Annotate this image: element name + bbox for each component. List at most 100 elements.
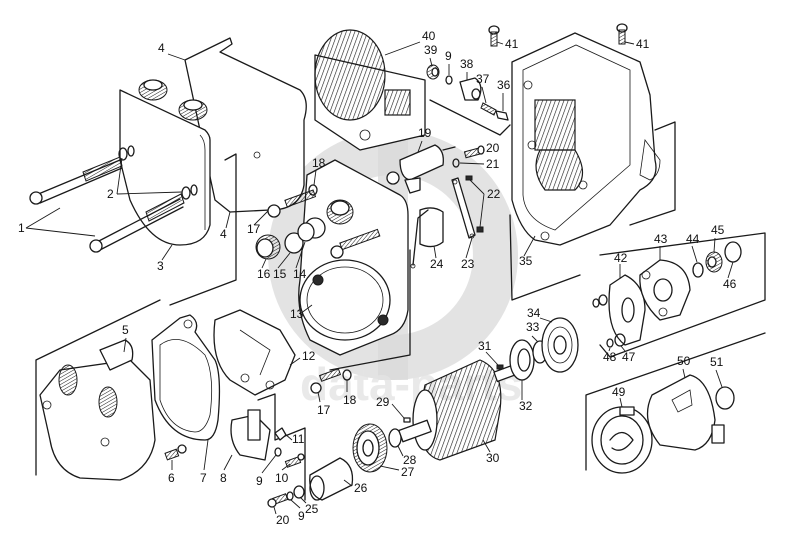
callout-3: 3 [157, 244, 173, 273]
part-screw-22-a [465, 175, 473, 181]
leader-line [496, 41, 504, 45]
callout-number: 10 [275, 471, 289, 485]
callout-number: 37 [476, 72, 490, 86]
part-rotor-arm-8 [230, 409, 287, 461]
callout-51: 51 [710, 355, 724, 388]
callout-35: 35 [519, 235, 536, 268]
leader-line [161, 244, 173, 261]
part-gasket-7 [151, 314, 221, 441]
leader-line [25, 227, 96, 237]
callout-32: 32 [519, 380, 533, 413]
callout-number: 51 [710, 355, 724, 369]
part-spring-37 [480, 102, 497, 116]
leader-line [619, 397, 623, 408]
callout-number: 11 [292, 432, 305, 446]
part-woodruff-key-31 [496, 364, 504, 370]
part-washer-21 [452, 158, 460, 168]
part-screw-41-a [488, 25, 500, 47]
leader-line [299, 496, 307, 504]
callout-number: 4 [158, 41, 165, 55]
callout-number: 31 [478, 339, 492, 353]
callout-9: 9 [445, 49, 452, 75]
part-rotor-30 [398, 359, 519, 461]
part-seal-44 [692, 262, 704, 278]
callout-number: 48 [603, 350, 617, 364]
part-cover-3 [119, 79, 211, 246]
leader-line [313, 169, 317, 186]
callout-number: 18 [312, 156, 326, 170]
callout-number: 25 [305, 502, 319, 516]
leader-line [539, 317, 553, 323]
callout-19: 19 [417, 126, 432, 153]
part-circlip-46 [724, 241, 742, 263]
callout-25: 25 [299, 496, 319, 516]
callout-number: 1 [18, 221, 25, 235]
part-washer-9-top [445, 75, 453, 85]
callout-15: 15 [273, 252, 291, 281]
leader-line [223, 454, 233, 471]
leader-line [343, 479, 353, 487]
callout-number: 13 [290, 307, 304, 321]
callout-45: 45 [711, 223, 725, 253]
leader-line [295, 241, 306, 269]
callout-37: 37 [476, 72, 490, 104]
leader-line [290, 499, 301, 509]
callout-number: 24 [430, 257, 444, 271]
callout-50: 50 [677, 354, 691, 379]
part-lock-washer-18-top [308, 184, 318, 196]
callout-number: 6 [168, 471, 175, 485]
leader-line [429, 57, 433, 67]
part-coil-body-5 [39, 339, 156, 481]
callout-23: 23 [461, 237, 475, 271]
callout-14: 14 [293, 241, 307, 281]
leader-line [433, 245, 437, 259]
callout-18: 18 [312, 156, 326, 186]
part-flat-washer-25 [293, 485, 305, 499]
part-gear-27 [352, 423, 388, 473]
group-bracket-coupling [585, 332, 766, 471]
leader-line [261, 454, 277, 474]
callout-6: 6 [168, 460, 175, 485]
part-ignition-coil-40 [314, 29, 426, 151]
leader-line [620, 345, 626, 352]
callout-41: 41 [624, 37, 650, 51]
leader-line [608, 347, 611, 352]
part-coupling-50 [646, 374, 725, 451]
part-nut-48 [606, 338, 614, 348]
part-condenser-19 [386, 144, 456, 194]
leader-line [727, 261, 734, 279]
leader-line [459, 162, 485, 165]
callout-48: 48 [603, 347, 617, 364]
leader-line [523, 235, 536, 257]
callout-11: 11 [284, 432, 305, 446]
callout-42: 42 [614, 251, 628, 278]
callout-33: 33 [526, 320, 540, 343]
group-bracket-rotor-arm [257, 393, 306, 501]
callout-9: 9 [290, 499, 305, 523]
callout-17: 17 [247, 210, 269, 236]
callout-44: 44 [686, 232, 700, 263]
part-ball-bearing-34 [541, 317, 579, 373]
callout-number: 39 [424, 43, 438, 57]
leader-line [289, 357, 301, 366]
group-bracket-bearing-cap [599, 232, 766, 358]
part-bolt-17-bottom [310, 368, 342, 394]
callout-number: 9 [298, 509, 305, 523]
leader-line [273, 506, 277, 515]
leader-line [715, 369, 723, 388]
part-breaker-plate-12 [213, 309, 296, 396]
callout-20: 20 [273, 506, 290, 527]
leader-line [299, 304, 313, 315]
leader-line [469, 179, 485, 195]
callout-number: 5 [122, 323, 129, 337]
callout-39: 39 [424, 43, 438, 67]
callout-number: 8 [220, 471, 227, 485]
callout-28: 28 [397, 445, 417, 467]
callout-36: 36 [497, 78, 511, 111]
part-capacitor-24 [410, 207, 444, 269]
callout-number: 44 [686, 232, 700, 246]
leader-line [531, 335, 539, 343]
callout-number: 49 [612, 385, 626, 399]
group-bracket-housing [509, 214, 581, 301]
leader-line [317, 391, 321, 403]
